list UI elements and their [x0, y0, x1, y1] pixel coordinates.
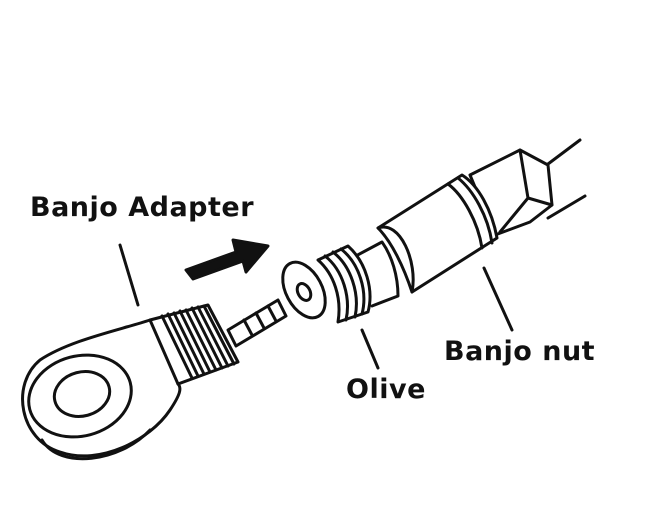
banjo-nut-label: Banjo nut: [444, 336, 596, 367]
banjo-adapter: [21, 243, 288, 461]
olive: [281, 244, 380, 370]
olive-label: Olive: [346, 374, 426, 405]
banjo-adapter-label: Banjo Adapter: [30, 192, 255, 223]
arrow-right-icon: [184, 238, 270, 281]
banjo-nut: [350, 148, 554, 332]
